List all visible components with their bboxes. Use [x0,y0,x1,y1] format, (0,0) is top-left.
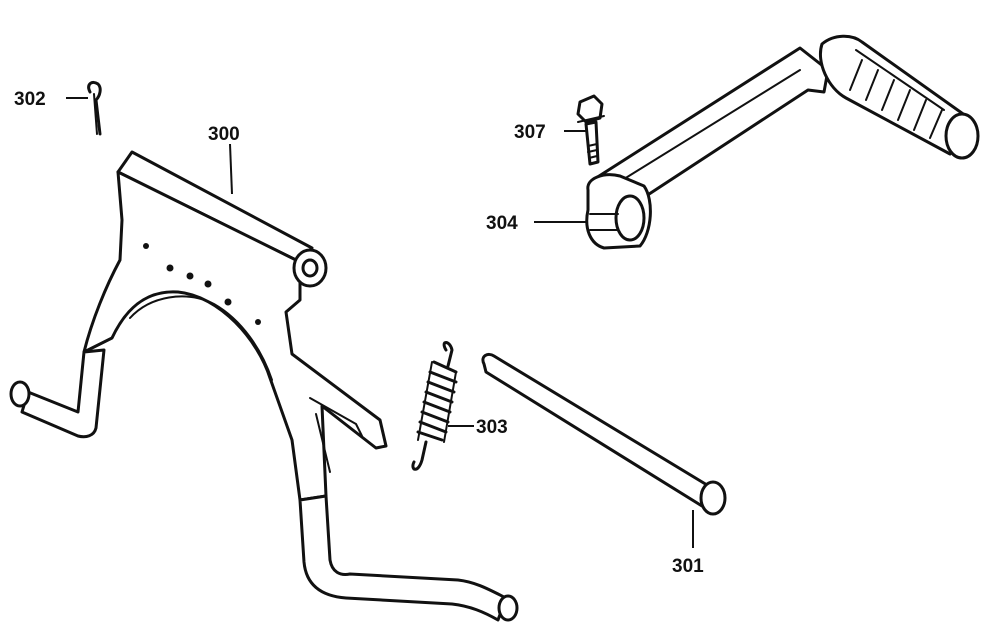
part-303-spring [411,341,458,471]
part-302-cotter-pin [87,80,102,136]
callout-301: 301 [672,556,704,577]
callout-303: 303 [476,417,508,438]
part-307-bolt [576,94,605,166]
part-301-pivot-shaft [481,352,727,516]
part-304-stand-arm [585,34,980,250]
callout-300: 300 [208,124,240,145]
callout-302: 302 [14,89,46,110]
part-300-main-stand [9,150,519,622]
callout-304: 304 [486,213,518,234]
callout-307: 307 [514,122,546,143]
leader-300 [229,143,233,195]
